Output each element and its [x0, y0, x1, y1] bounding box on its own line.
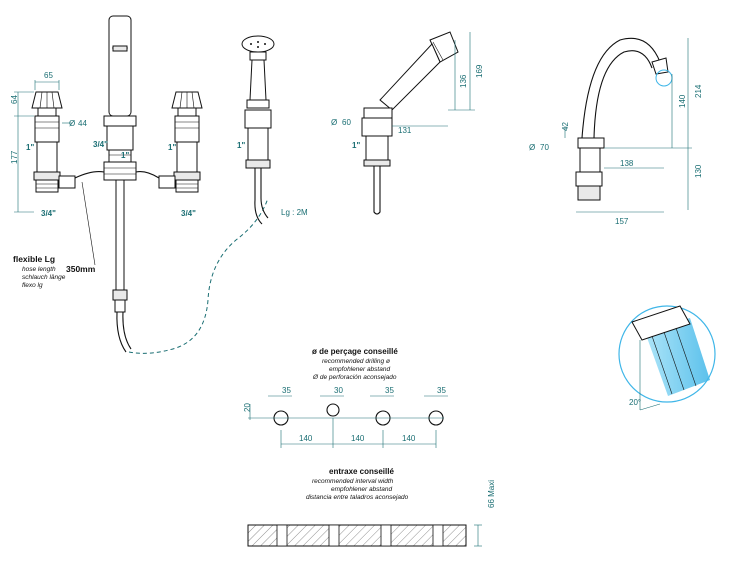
hose-label: flexible Lg	[13, 254, 55, 264]
hose-length-2m: Lg : 2M	[281, 208, 308, 217]
spray-detail-drawing	[618, 305, 716, 411]
hose-sub-2: schlauch länge	[22, 274, 66, 281]
hole-spacing-3: 140	[402, 434, 416, 443]
dim-spout-157: 157	[615, 217, 629, 226]
interval-title: entraxe conseillé	[329, 467, 394, 476]
hole-offset: 20	[243, 403, 252, 412]
dim-spout-130: 130	[694, 164, 703, 178]
dim-left-thread: 1"	[26, 143, 34, 152]
drilling-sub-2: empfohlener abstand	[329, 366, 390, 373]
interval-sub-3: distancia entre taladros aconsejado	[306, 494, 409, 501]
dim-handle-height: 64	[10, 95, 19, 104]
hole-1-diameter: 35	[282, 386, 291, 395]
dim-side-136: 136	[459, 74, 468, 88]
hole-2-diameter: 30	[334, 386, 343, 395]
hose-sub-3: flexo lg	[22, 282, 43, 289]
dim-spout-138: 138	[620, 159, 634, 168]
dim-left-inlet: 3/4"	[41, 209, 56, 218]
hose-sub-1: hose length	[22, 266, 56, 273]
dim-center-thread: 1"	[121, 151, 129, 160]
dim-spout-thread: 3/4"	[93, 140, 108, 149]
dim-right-thread: 1"	[168, 143, 176, 152]
dim-spout-42: 42	[561, 122, 570, 131]
hole-spacing-2: 140	[351, 434, 365, 443]
hole-4-diameter: 35	[437, 386, 446, 395]
spout-side-drawing	[564, 37, 692, 213]
interval-max: 66 Maxi	[487, 480, 496, 508]
dim-shower-thread: 1"	[237, 141, 245, 150]
dim-side-169: 169	[475, 64, 484, 78]
three-hole-mixer-drawing	[14, 15, 269, 354]
interval-section	[247, 524, 482, 547]
drilling-title: ø de perçage conseillé	[312, 347, 398, 356]
dim-side-diameter: 60	[342, 118, 351, 127]
dim-right-inlet: 3/4"	[181, 209, 196, 218]
spray-angle: 20°	[629, 398, 641, 407]
dim-spout-214: 214	[694, 84, 703, 98]
dim-handle-width: 65	[44, 71, 53, 80]
hole-3-diameter: 35	[385, 386, 394, 395]
hole-spacing-1: 140	[299, 434, 313, 443]
drilling-sub-1: recommended drilling ø	[322, 358, 390, 365]
dim-tap-diameter: 44	[78, 119, 87, 128]
hand-shower-front-drawing	[241, 35, 275, 225]
diameter-symbol-2: Ø	[331, 118, 337, 127]
drilling-holes	[248, 395, 448, 448]
interval-sub-2: empfohlener abstand	[331, 486, 392, 493]
hand-shower-side-drawing	[361, 31, 475, 215]
dim-side-thread: 1"	[352, 141, 360, 150]
dim-spout-140: 140	[678, 94, 687, 108]
hose-length: 350mm	[66, 264, 96, 274]
dim-side-reach: 131	[398, 126, 412, 135]
diameter-symbol-3: Ø	[529, 143, 535, 152]
dim-tap-height: 177	[10, 150, 19, 164]
drilling-sub-3: Ø de perforación aconsejado	[312, 374, 397, 381]
diameter-symbol: Ø	[69, 119, 75, 128]
dim-spout-diameter: 70	[540, 143, 549, 152]
interval-sub-1: recommended interval width	[312, 478, 394, 485]
